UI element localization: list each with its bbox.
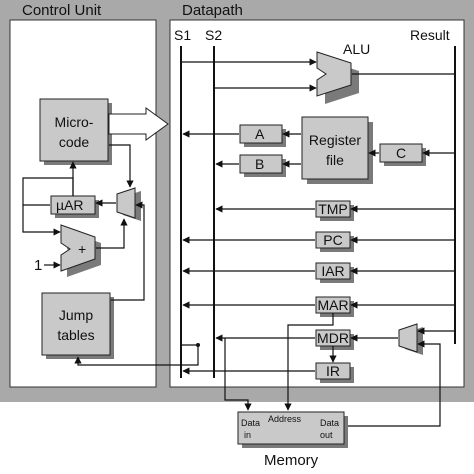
- register-file-line2: file: [326, 152, 344, 168]
- register-b: [239, 154, 283, 174]
- register-b-label: B: [255, 156, 264, 172]
- microcode-line2: code: [59, 134, 90, 150]
- register-mar-label: MAR: [317, 297, 348, 313]
- register-a: [239, 124, 283, 144]
- memory-address-label: Address: [268, 414, 302, 424]
- register-ir: [315, 362, 351, 380]
- memory-dataout-line2: out: [320, 430, 333, 440]
- uar-mux: [116, 187, 141, 221]
- memory-dataout-line1: Data: [320, 418, 339, 428]
- uar-adder: [60, 224, 101, 277]
- ir-to-jump-tables: [74, 345, 199, 366]
- register-ir-label: IR: [326, 363, 340, 379]
- alu-label: ALU: [343, 41, 370, 57]
- register-tmp-label: TMP: [318, 201, 348, 217]
- alu: [316, 51, 359, 104]
- uar-to-adder: [22, 205, 61, 236]
- register-a-label: A: [255, 126, 265, 142]
- jump-tables-block: [41, 292, 111, 356]
- register-c: [379, 143, 423, 163]
- adder-to-mux: [96, 218, 128, 249]
- mar-register-group: [315, 296, 354, 317]
- register-mdr-label: MDR: [317, 330, 349, 346]
- memory-block: [237, 411, 345, 445]
- control-signals-arrow: [108, 107, 169, 141]
- ir-register-group: [315, 362, 354, 383]
- mdr-mux: [398, 323, 423, 355]
- register-tmp: [315, 200, 351, 218]
- mdr-to-datain: [224, 338, 252, 411]
- microcode-line1: Micro-: [55, 114, 94, 130]
- constant-one-label: 1: [34, 257, 42, 274]
- jump-tables-line2: tables: [57, 327, 94, 343]
- bus-s2-label: S2: [205, 27, 222, 43]
- memory-datain-line2: in: [244, 430, 251, 440]
- bus-s1-label: S1: [174, 27, 191, 43]
- bus-result-label: Result: [410, 27, 450, 43]
- memory-title: Memory: [264, 452, 319, 469]
- jump-tables-line1: Jump: [59, 307, 93, 323]
- mdr-register-group: [315, 329, 354, 350]
- datapath-title: Datapath: [182, 2, 243, 19]
- jumptables-to-mux: [111, 201, 145, 301]
- control-unit-title: Control Unit: [22, 2, 102, 19]
- register-file-line1: Register: [309, 132, 361, 148]
- microcode-block: [39, 98, 109, 162]
- register-uar-label: µAR: [56, 197, 84, 213]
- pc-register-group: [315, 231, 354, 252]
- adder-plus-sign: +: [78, 241, 86, 257]
- register-c-label: C: [396, 145, 406, 161]
- dataout-to-mux: [345, 340, 441, 427]
- iar-register-group: [315, 262, 354, 283]
- register-pc: [315, 231, 351, 249]
- register-pc-label: PC: [323, 232, 342, 248]
- tmp-register-group: [315, 200, 354, 221]
- mar-to-address: [284, 313, 334, 411]
- memory-datain-line1: Data: [241, 418, 260, 428]
- microcode-to-mux: [109, 144, 134, 188]
- register-iar-label: IAR: [321, 263, 344, 279]
- register-file: [301, 116, 369, 180]
- register-iar: [315, 262, 351, 280]
